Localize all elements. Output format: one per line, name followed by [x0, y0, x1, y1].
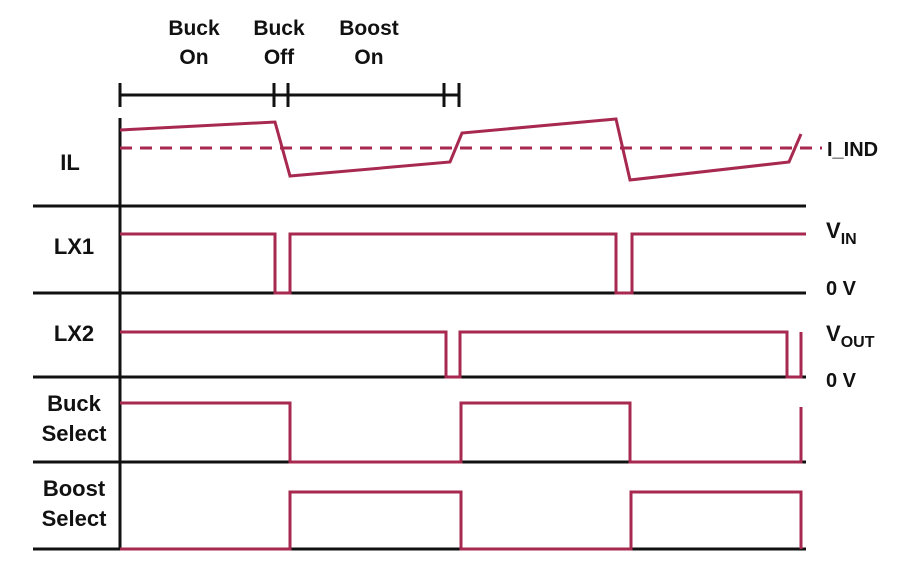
label-zero-v-lx1: 0 V: [826, 278, 857, 300]
label-vout-subscript: OUT: [841, 334, 875, 351]
label-vin: VIN: [826, 218, 857, 248]
phase-label-buck-off-line1: Buck: [253, 17, 305, 40]
lx1-waveform: [120, 232, 806, 295]
phase-label-buck-on-line2: On: [179, 46, 208, 69]
signal-label-lx1: LX1: [54, 234, 94, 259]
il-waveform: [119, 117, 803, 182]
label-vin-main: V: [826, 218, 841, 243]
label-zero-v-lx2: 0 V: [826, 370, 857, 392]
signal-label-buck-select-line1: Buck: [47, 391, 102, 416]
phase-label-buck-off-line2: Off: [264, 46, 295, 69]
diagram-axes: [33, 118, 806, 551]
label-i-ind: I_IND: [827, 139, 878, 161]
phase-label-boost-on-line2: On: [354, 46, 383, 69]
label-vout: VOUT: [826, 321, 875, 351]
phase-label-buck-on-line1: Buck: [168, 17, 220, 40]
signal-label-il: IL: [60, 150, 80, 175]
buck-select-waveform: [120, 401, 803, 464]
signal-label-boost-select-line1: Boost: [43, 476, 106, 501]
lx2-waveform: [120, 330, 803, 379]
label-vout-main: V: [826, 321, 841, 346]
signal-label-boost-select-line2: Select: [42, 506, 107, 531]
signal-label-buck-select-line2: Select: [42, 421, 107, 446]
phase-label-boost-on-line1: Boost: [339, 17, 399, 40]
boost-select-waveform: [120, 490, 803, 551]
label-vin-subscript: IN: [841, 231, 857, 248]
phase-span-bracket: [118, 83, 461, 107]
signal-label-lx2: LX2: [54, 321, 94, 346]
